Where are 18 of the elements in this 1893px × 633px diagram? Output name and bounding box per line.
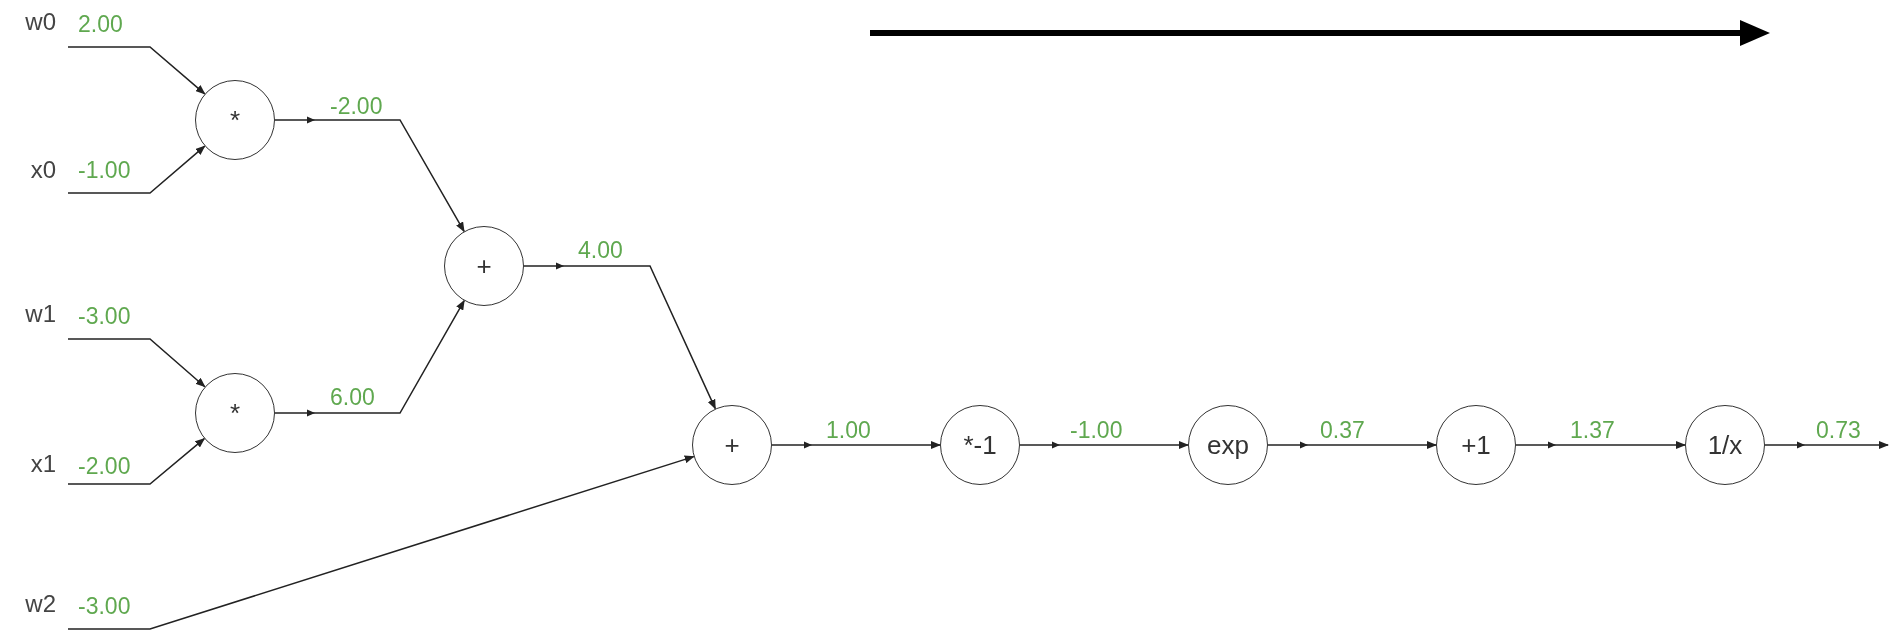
edge-label: 4.00 [578,236,623,264]
edge-label: 0.37 [1320,416,1365,444]
edge-label: -3.00 [78,592,131,620]
variable-label: w2 [12,590,56,618]
variable-label: x1 [12,450,56,478]
variable-label: x0 [12,156,56,184]
edge-label: 1.37 [1570,416,1615,444]
edge-label: 1.00 [826,416,871,444]
variable-label: w1 [12,300,56,328]
edge-label: 0.73 [1816,416,1861,444]
variable-label: w0 [12,8,56,36]
edge-label: -2.00 [330,92,383,120]
edge-label: -1.00 [1070,416,1123,444]
edge-label: 6.00 [330,383,375,411]
edge-label: -2.00 [78,452,131,480]
edge-label: -3.00 [78,302,131,330]
edge-label: -1.00 [78,156,131,184]
edge-label: 2.00 [78,10,123,38]
